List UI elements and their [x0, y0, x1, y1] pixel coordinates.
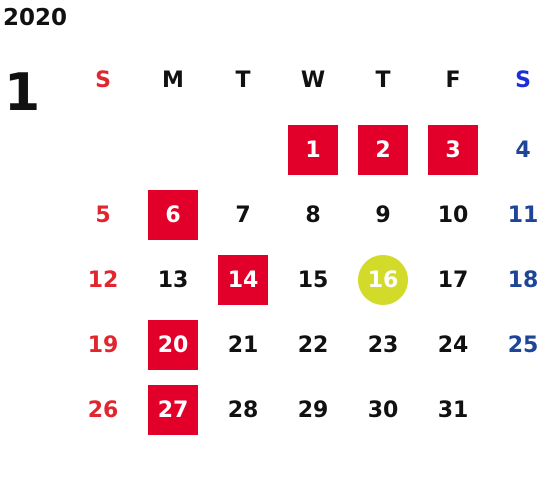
day-cell[interactable]: 30 — [367, 397, 399, 423]
holiday-day-cell[interactable]: 20 — [148, 320, 198, 370]
weekday-header-row: S M T W T F S — [68, 55, 548, 105]
day-cell[interactable]: 26 — [87, 397, 119, 423]
day-cell[interactable]: 24 — [437, 332, 469, 358]
day-cell[interactable]: 21 — [227, 332, 259, 358]
weekday-header: S — [515, 67, 531, 93]
day-cell[interactable]: 12 — [87, 267, 119, 293]
holiday-day-cell[interactable]: 2 — [358, 125, 408, 175]
day-cell[interactable]: 23 — [367, 332, 399, 358]
day-cell[interactable]: 28 — [227, 397, 259, 423]
day-cell[interactable]: 9 — [375, 202, 391, 228]
week-row: 12 13 14 15 16 17 18 — [68, 255, 548, 305]
day-cell[interactable]: 17 — [437, 267, 469, 293]
day-cell[interactable]: 11 — [507, 202, 539, 228]
weekday-header: W — [300, 67, 326, 93]
day-cell[interactable]: 4 — [515, 137, 531, 163]
empty-day-cell — [148, 125, 198, 175]
holiday-day-cell[interactable]: 6 — [148, 190, 198, 240]
week-row: 5 6 7 8 9 10 11 — [68, 190, 548, 240]
holiday-day-cell[interactable]: 27 — [148, 385, 198, 435]
empty-day-cell — [78, 125, 128, 175]
weekday-header: T — [235, 67, 251, 93]
day-cell[interactable]: 5 — [95, 202, 111, 228]
day-cell[interactable]: 13 — [157, 267, 189, 293]
today-cell[interactable]: 16 — [358, 255, 408, 305]
weekday-header: F — [445, 67, 461, 93]
holiday-day-cell[interactable]: 14 — [218, 255, 268, 305]
year-label: 2020 — [3, 5, 68, 31]
day-cell[interactable]: 15 — [297, 267, 329, 293]
day-cell[interactable]: 22 — [297, 332, 329, 358]
holiday-day-cell[interactable]: 1 — [288, 125, 338, 175]
weekday-header: T — [375, 67, 391, 93]
day-cell[interactable]: 18 — [507, 267, 539, 293]
weekday-header: M — [162, 67, 184, 93]
day-cell[interactable]: 8 — [305, 202, 321, 228]
week-row: 26 27 28 29 30 31 — [68, 385, 548, 435]
day-cell[interactable]: 29 — [297, 397, 329, 423]
weekday-header: S — [95, 67, 111, 93]
month-label: 1 — [4, 63, 41, 123]
day-cell[interactable]: 10 — [437, 202, 469, 228]
day-cell[interactable]: 19 — [87, 332, 119, 358]
day-cell[interactable]: 7 — [235, 202, 251, 228]
empty-day-cell — [498, 385, 548, 435]
day-cell[interactable]: 25 — [507, 332, 539, 358]
week-row: 19 20 21 22 23 24 25 — [68, 320, 548, 370]
day-cell[interactable]: 31 — [437, 397, 469, 423]
holiday-day-cell[interactable]: 3 — [428, 125, 478, 175]
empty-day-cell — [218, 125, 268, 175]
